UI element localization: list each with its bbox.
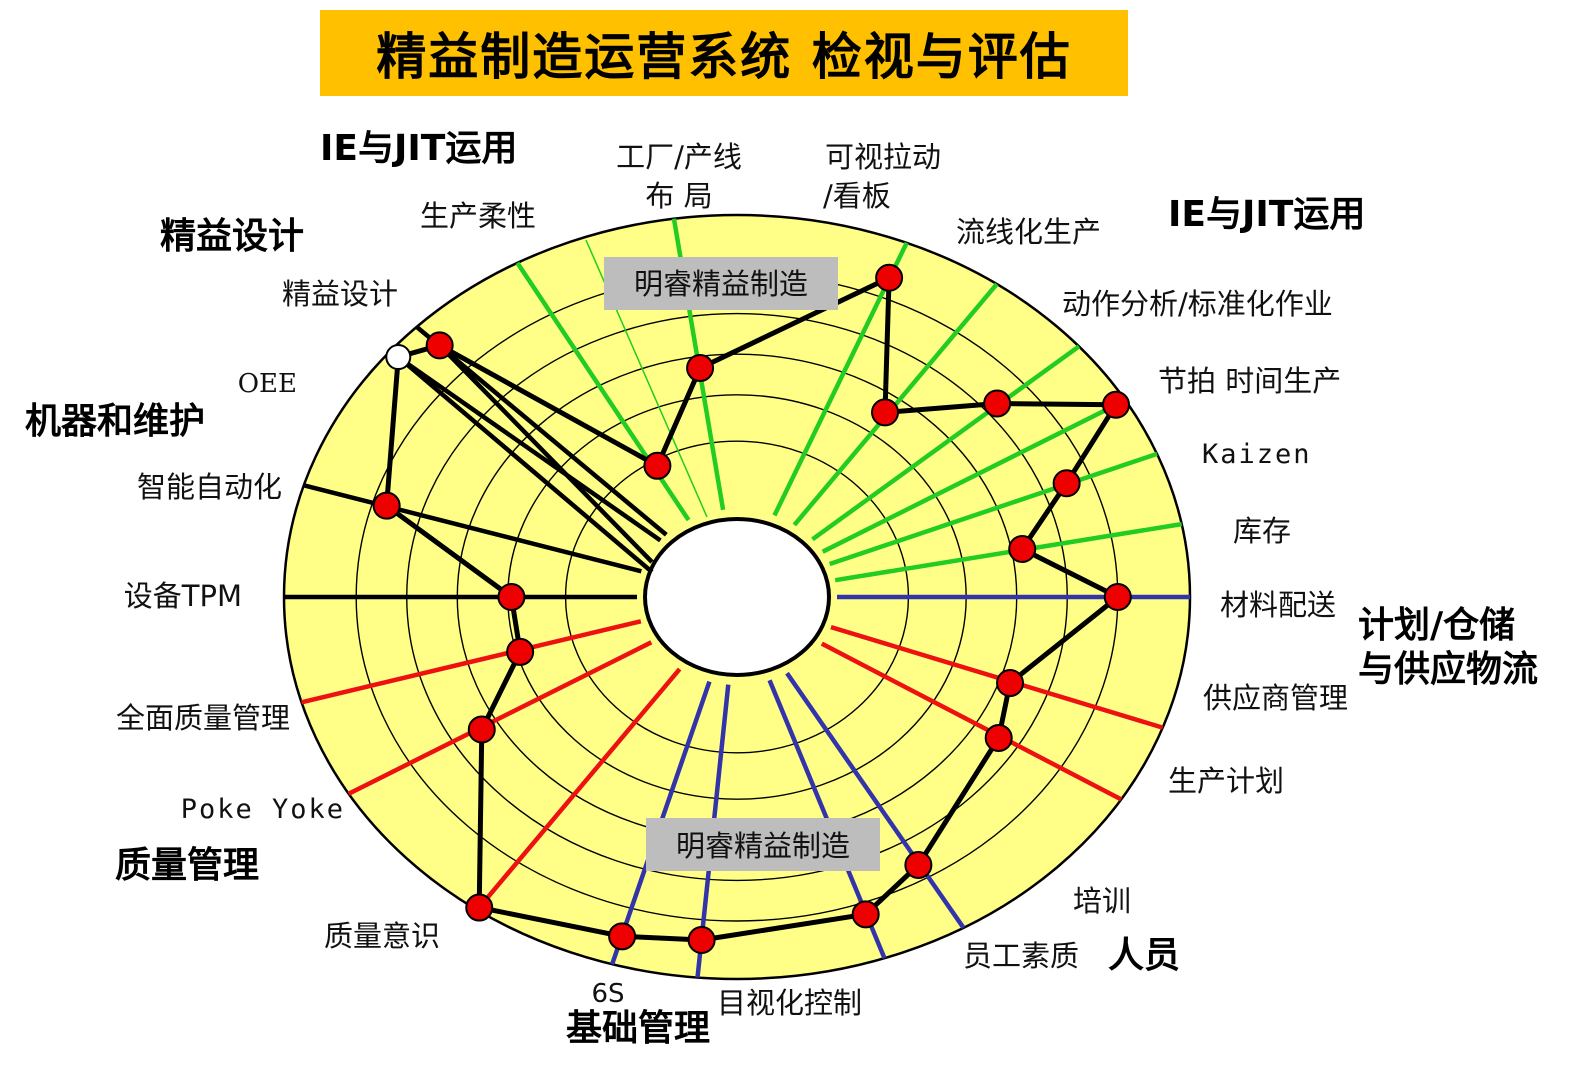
group-label-planning-line2: 与供应物流 bbox=[1358, 649, 1538, 690]
group-label-quality: 质量管理 bbox=[115, 845, 259, 886]
spoke-label-layout-line2: 布 局 bbox=[645, 179, 712, 213]
score-marker-15 bbox=[1008, 535, 1037, 564]
score-marker-11 bbox=[904, 851, 933, 880]
spoke-label-material-delivery: 材料配送 bbox=[1220, 588, 1336, 622]
spoke-label-lean-design: 精益设计 bbox=[282, 277, 398, 311]
group-label-basic: 基础管理 bbox=[566, 1008, 710, 1049]
title-banner: 精益制造运营系统 检视与评估 bbox=[320, 10, 1128, 96]
group-label-lean-design: 精益设计 bbox=[160, 216, 304, 257]
score-marker-8 bbox=[608, 922, 637, 951]
spoke-7 bbox=[475, 667, 682, 912]
score-marker-6 bbox=[467, 715, 496, 744]
watermark-bottom-text: 明睿精益制造 bbox=[676, 829, 850, 863]
spoke-label-automation: 智能自动化 bbox=[137, 470, 282, 504]
group-labels: IE与JIT运用 IE与JIT运用 精益设计 机器和维护 计划/仓储 与供应物流… bbox=[25, 128, 1538, 1049]
score-marker-4 bbox=[497, 583, 526, 611]
spoke-5 bbox=[301, 619, 642, 705]
score-marker-20 bbox=[875, 263, 904, 292]
score-marker-17 bbox=[1102, 390, 1131, 419]
spoke-label-poka-yoke: Poke Yoke bbox=[181, 794, 345, 825]
spoke-label-staff-quality: 员工素质 bbox=[963, 939, 1079, 973]
spoke-label-6s: 6S bbox=[591, 979, 624, 1009]
spoke-13 bbox=[830, 624, 1164, 730]
watermark-top-text: 明睿精益制造 bbox=[634, 267, 808, 301]
score-marker-16 bbox=[1052, 469, 1081, 498]
spoke-12 bbox=[820, 641, 1123, 802]
spoke-16 bbox=[829, 451, 1158, 567]
watermark-bottom: 明睿精益制造 bbox=[646, 818, 880, 871]
score-markers bbox=[372, 263, 1132, 954]
score-marker-18 bbox=[983, 389, 1012, 418]
score-marker-7 bbox=[465, 893, 494, 922]
spoke-label-takt-time: 节拍 时间生产 bbox=[1158, 364, 1341, 398]
spoke-label-inventory: 库存 bbox=[1233, 514, 1291, 548]
spoke-17 bbox=[821, 398, 1127, 554]
spoke-label-tqm: 全面质量管理 bbox=[116, 701, 290, 735]
group-label-ie-jit-right: IE与JIT运用 bbox=[1168, 194, 1365, 235]
score-marker-19 bbox=[871, 398, 900, 427]
hub-circle bbox=[643, 517, 831, 677]
spoke-11 bbox=[785, 671, 966, 930]
score-marker-2 bbox=[385, 344, 412, 371]
spoke-label-quality-awareness: 质量意识 bbox=[324, 919, 440, 953]
spoke-labels: 精益设计 OEE 智能自动化 设备TPM 全面质量管理 Poke Yoke 质量… bbox=[116, 140, 1348, 1020]
spoke-15 bbox=[834, 521, 1183, 583]
spoke-2 bbox=[388, 349, 662, 543]
group-label-machine-maintenance: 机器和维护 bbox=[25, 401, 205, 442]
score-marker-10 bbox=[851, 900, 880, 929]
spoke-label-layout: 工厂/产线 bbox=[616, 140, 742, 174]
group-label-people: 人员 bbox=[1108, 935, 1180, 976]
score-marker-21 bbox=[686, 354, 715, 383]
spoke-label-training: 培训 bbox=[1073, 884, 1131, 918]
radar-hub bbox=[643, 517, 831, 677]
spoke-label-visual-control: 目视化控制 bbox=[717, 986, 862, 1020]
spoke-label-production-plan: 生产计划 bbox=[1168, 764, 1284, 798]
spoke-18 bbox=[811, 344, 1081, 542]
spoke-label-flow-production: 流线化生产 bbox=[956, 215, 1101, 249]
page-title: 精益制造运营系统 检视与评估 bbox=[376, 28, 1072, 86]
score-marker-1 bbox=[425, 331, 454, 360]
spoke-label-pull-kanban: 可视拉动 bbox=[825, 140, 941, 174]
spoke-label-pull-kanban-line2: /看板 bbox=[823, 179, 891, 213]
connector-oee bbox=[396, 355, 654, 574]
group-label-planning-line1: 计划/仓储 bbox=[1358, 605, 1515, 646]
score-marker-14 bbox=[1103, 583, 1132, 611]
score-marker-12 bbox=[984, 723, 1013, 752]
score-marker-9 bbox=[687, 925, 716, 954]
spoke-label-tpm: 设备TPM bbox=[124, 579, 242, 613]
group-label-ie-jit-left: IE与JIT运用 bbox=[320, 128, 517, 169]
spoke-label-flexibility: 生产柔性 bbox=[420, 199, 536, 233]
score-marker-22 bbox=[643, 451, 672, 480]
spoke-label-motion-analysis: 动作分析/标准化作业 bbox=[1062, 287, 1333, 321]
score-marker-5 bbox=[506, 637, 535, 666]
score-marker-3 bbox=[372, 491, 401, 520]
spoke-label-kaizen: Kaizen bbox=[1202, 439, 1312, 470]
spoke-3 bbox=[303, 483, 642, 574]
watermark-top: 明睿精益制造 bbox=[604, 257, 838, 310]
spoke-6 bbox=[347, 640, 653, 796]
connector-lean-design bbox=[438, 343, 654, 564]
score-marker-13 bbox=[996, 669, 1025, 698]
spoke-label-oee: OEE bbox=[238, 369, 297, 399]
spoke-label-supplier: 供应商管理 bbox=[1203, 681, 1348, 715]
